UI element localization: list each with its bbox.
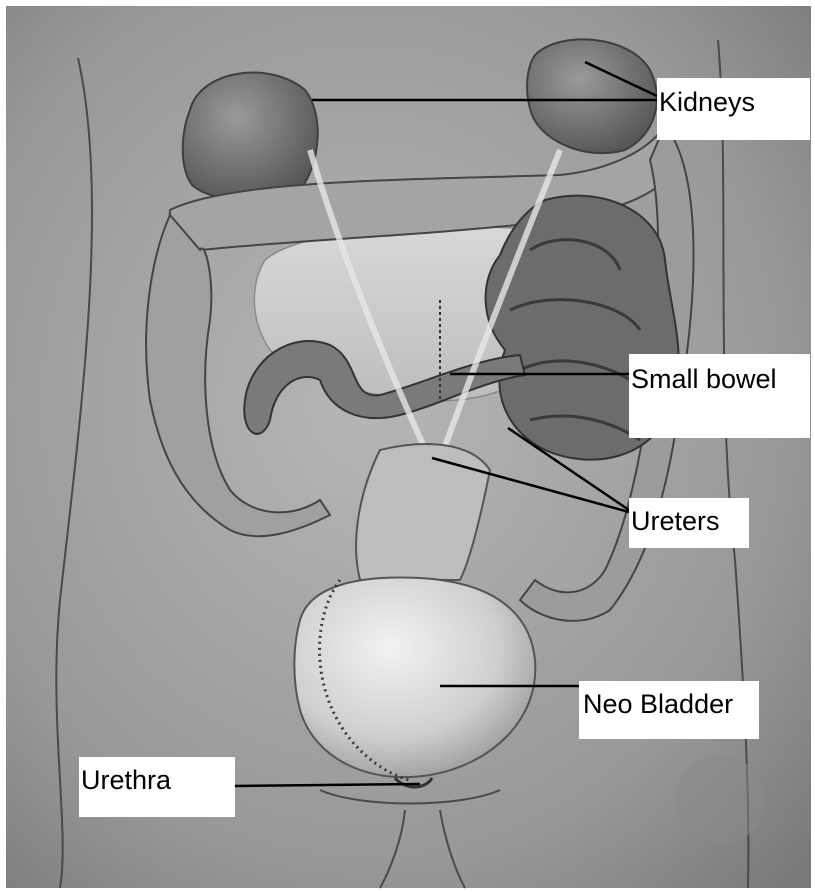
label-ureters: Ureters	[629, 498, 749, 548]
left-kidney	[183, 73, 318, 201]
label-kidneys: Kidneys	[657, 78, 810, 140]
label-neo-bladder: Neo Bladder	[579, 681, 759, 739]
label-urethra: Urethra	[79, 757, 235, 817]
label-small-bowel: Small bowel	[629, 354, 810, 438]
background-smudge	[675, 755, 765, 845]
